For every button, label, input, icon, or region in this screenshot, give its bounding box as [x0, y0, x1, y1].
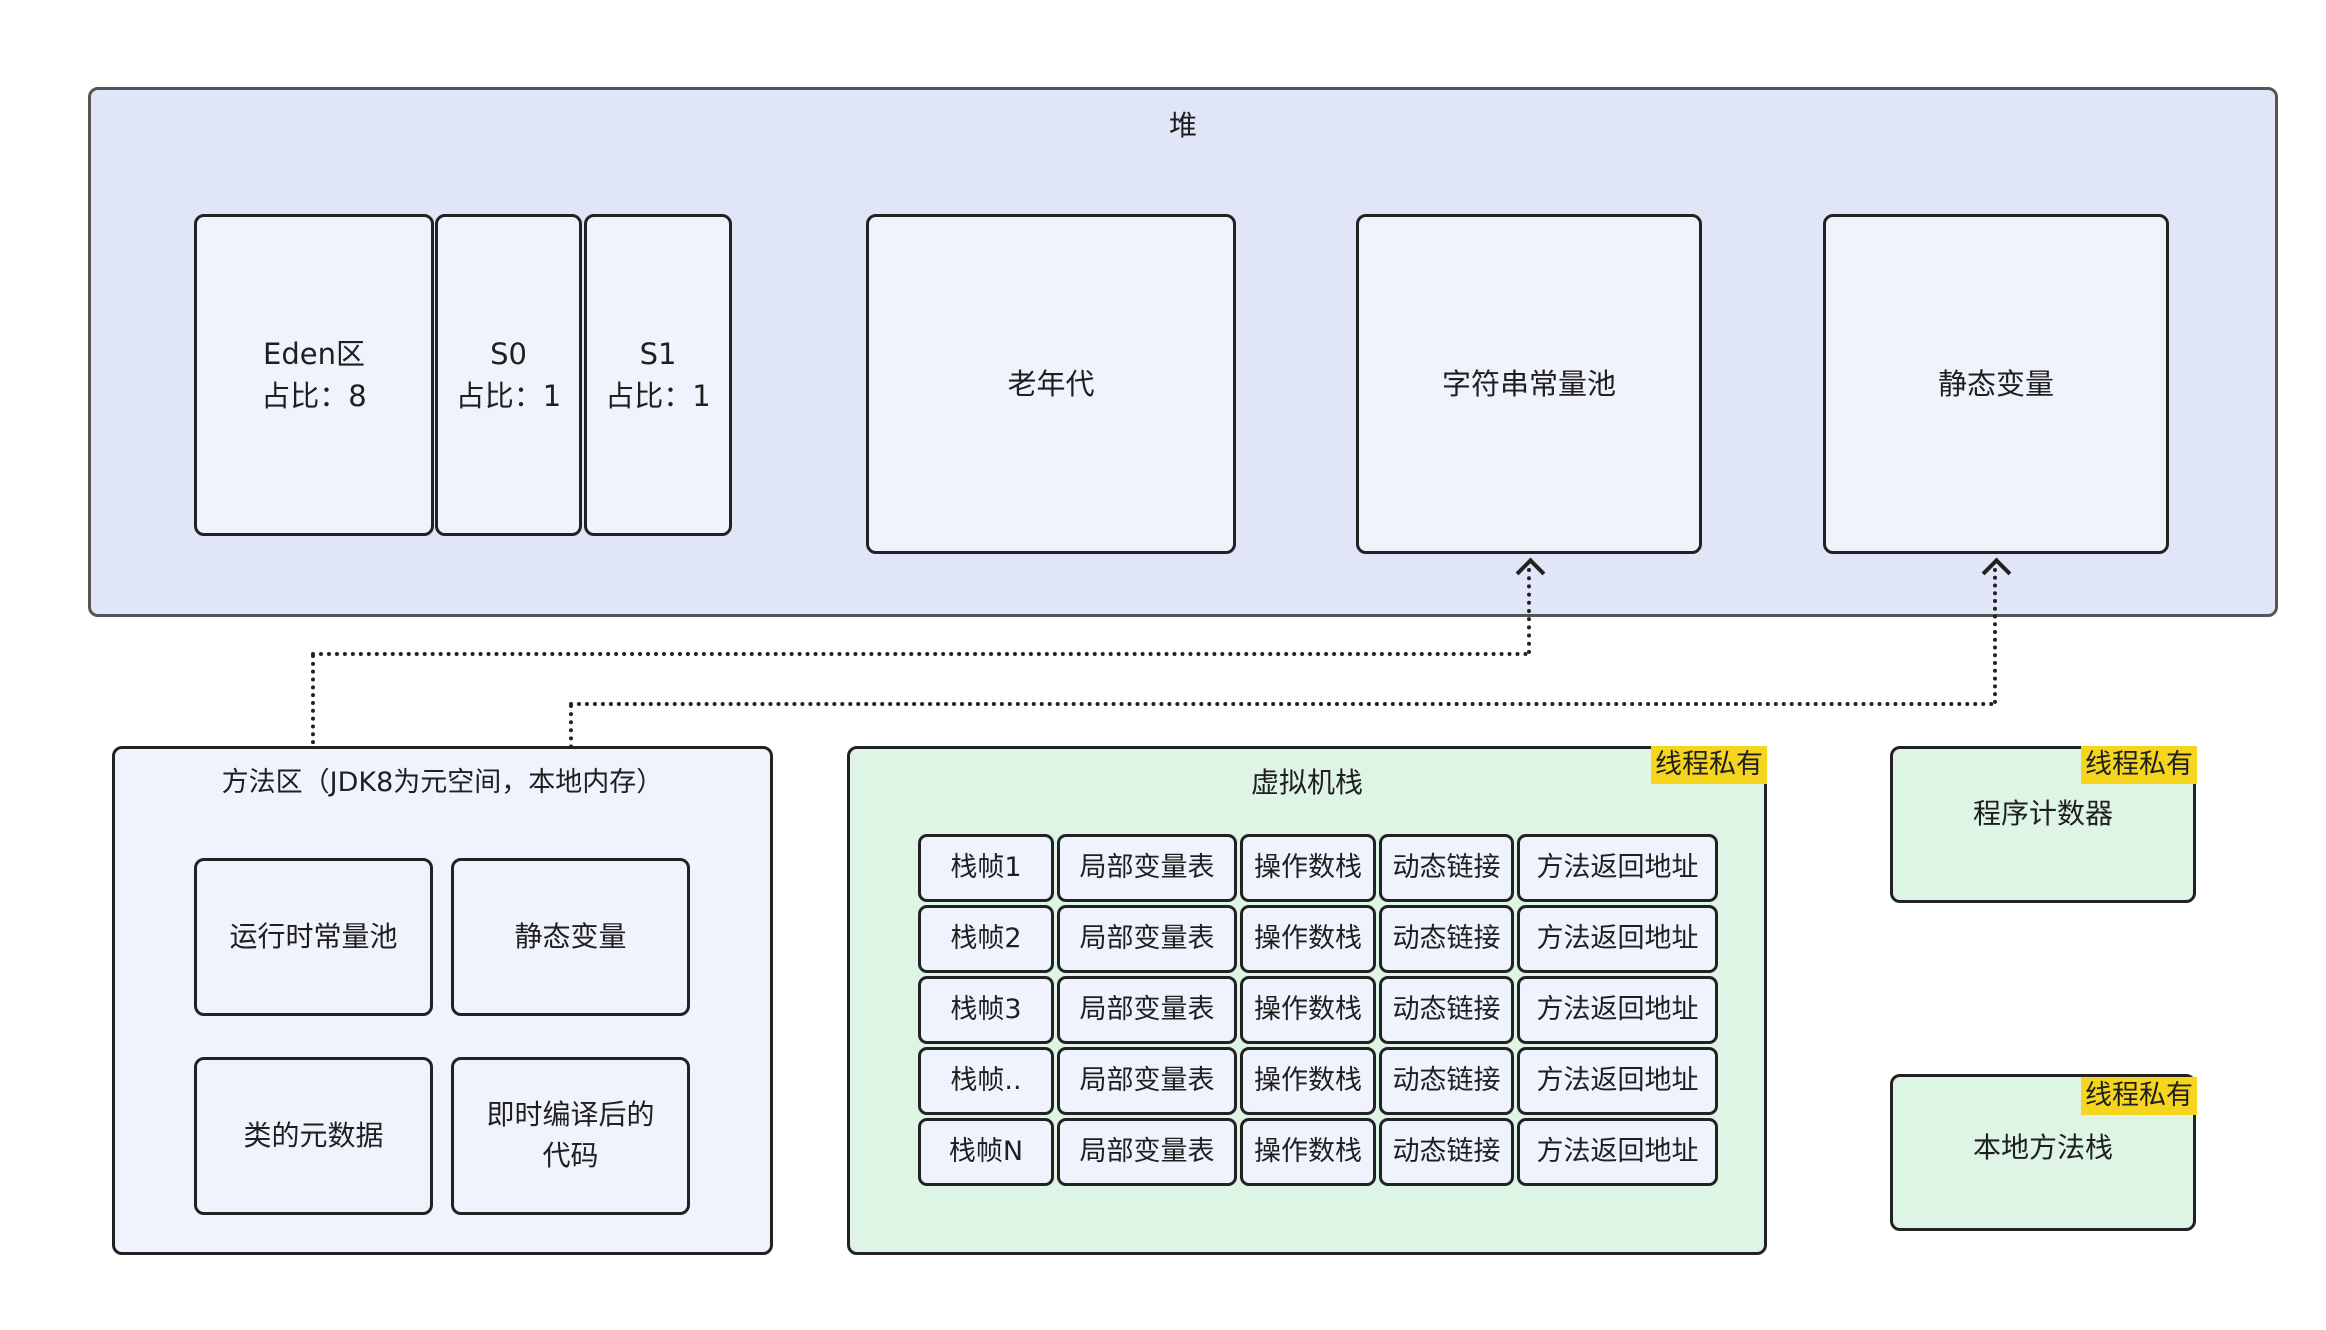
method-return-address: 方法返回地址 [1517, 976, 1718, 1044]
dynamic-linking: 动态链接 [1379, 1047, 1514, 1115]
local-variable-table: 局部变量表 [1057, 834, 1237, 902]
connector-static-horizontal [569, 702, 1995, 706]
stack-frame-name: 栈帧3 [918, 976, 1054, 1044]
operand-stack: 操作数栈 [1240, 1118, 1376, 1186]
native-method-stack-label: 本地方法栈 [1972, 1131, 2113, 1165]
method-return-address: 方法返回地址 [1517, 834, 1718, 902]
operand-stack: 操作数栈 [1240, 976, 1376, 1044]
operand-stack: 操作数栈 [1240, 834, 1376, 902]
connector-const-pool-up [1527, 568, 1531, 654]
stack-frame-name: 栈帧.. [918, 1047, 1054, 1115]
string-constant-pool: 字符串常量池 [1356, 214, 1702, 554]
operand-stack: 操作数栈 [1240, 905, 1376, 973]
runtime-constant-pool: 运行时常量池 [194, 858, 433, 1016]
local-variable-table: 局部变量表 [1057, 1118, 1237, 1186]
stack-frame-name: 栈帧1 [918, 834, 1054, 902]
thread-private-tag: 线程私有 [2081, 1077, 2197, 1115]
method-area-static-variables: 静态变量 [451, 858, 690, 1016]
stack-frame-name: 栈帧2 [918, 905, 1054, 973]
jit-compiled-code: 即时编译后的 代码 [451, 1057, 690, 1215]
local-variable-table: 局部变量表 [1057, 905, 1237, 973]
heap-static-variables: 静态变量 [1823, 214, 2169, 554]
survivor-s0: S0 占比：1 [435, 214, 582, 536]
class-metadata: 类的元数据 [194, 1057, 433, 1215]
dynamic-linking: 动态链接 [1379, 905, 1514, 973]
old-generation: 老年代 [866, 214, 1236, 554]
eden-space: Eden区 占比：8 [194, 214, 434, 536]
connector-static-up [1993, 568, 1997, 704]
thread-private-tag: 线程私有 [1651, 746, 1767, 784]
local-variable-table: 局部变量表 [1057, 1047, 1237, 1115]
operand-stack: 操作数栈 [1240, 1047, 1376, 1115]
dynamic-linking: 动态链接 [1379, 976, 1514, 1044]
connector-const-pool-horizontal [311, 652, 1529, 656]
survivor-s1: S1 占比：1 [584, 214, 732, 536]
dynamic-linking: 动态链接 [1379, 834, 1514, 902]
method-return-address: 方法返回地址 [1517, 1118, 1718, 1186]
method-return-address: 方法返回地址 [1517, 1047, 1718, 1115]
method-area-title: 方法区（JDK8为元空间，本地内存） [221, 767, 664, 798]
program-counter-label: 程序计数器 [1972, 797, 2113, 831]
stack-frame-name: 栈帧N [918, 1118, 1054, 1186]
dynamic-linking: 动态链接 [1379, 1118, 1514, 1186]
local-variable-table: 局部变量表 [1057, 976, 1237, 1044]
heap-title: 堆 [1168, 109, 1197, 142]
thread-private-tag: 线程私有 [2081, 746, 2197, 784]
method-return-address: 方法返回地址 [1517, 905, 1718, 973]
vm-stack-title: 虚拟机栈 [1250, 766, 1363, 799]
